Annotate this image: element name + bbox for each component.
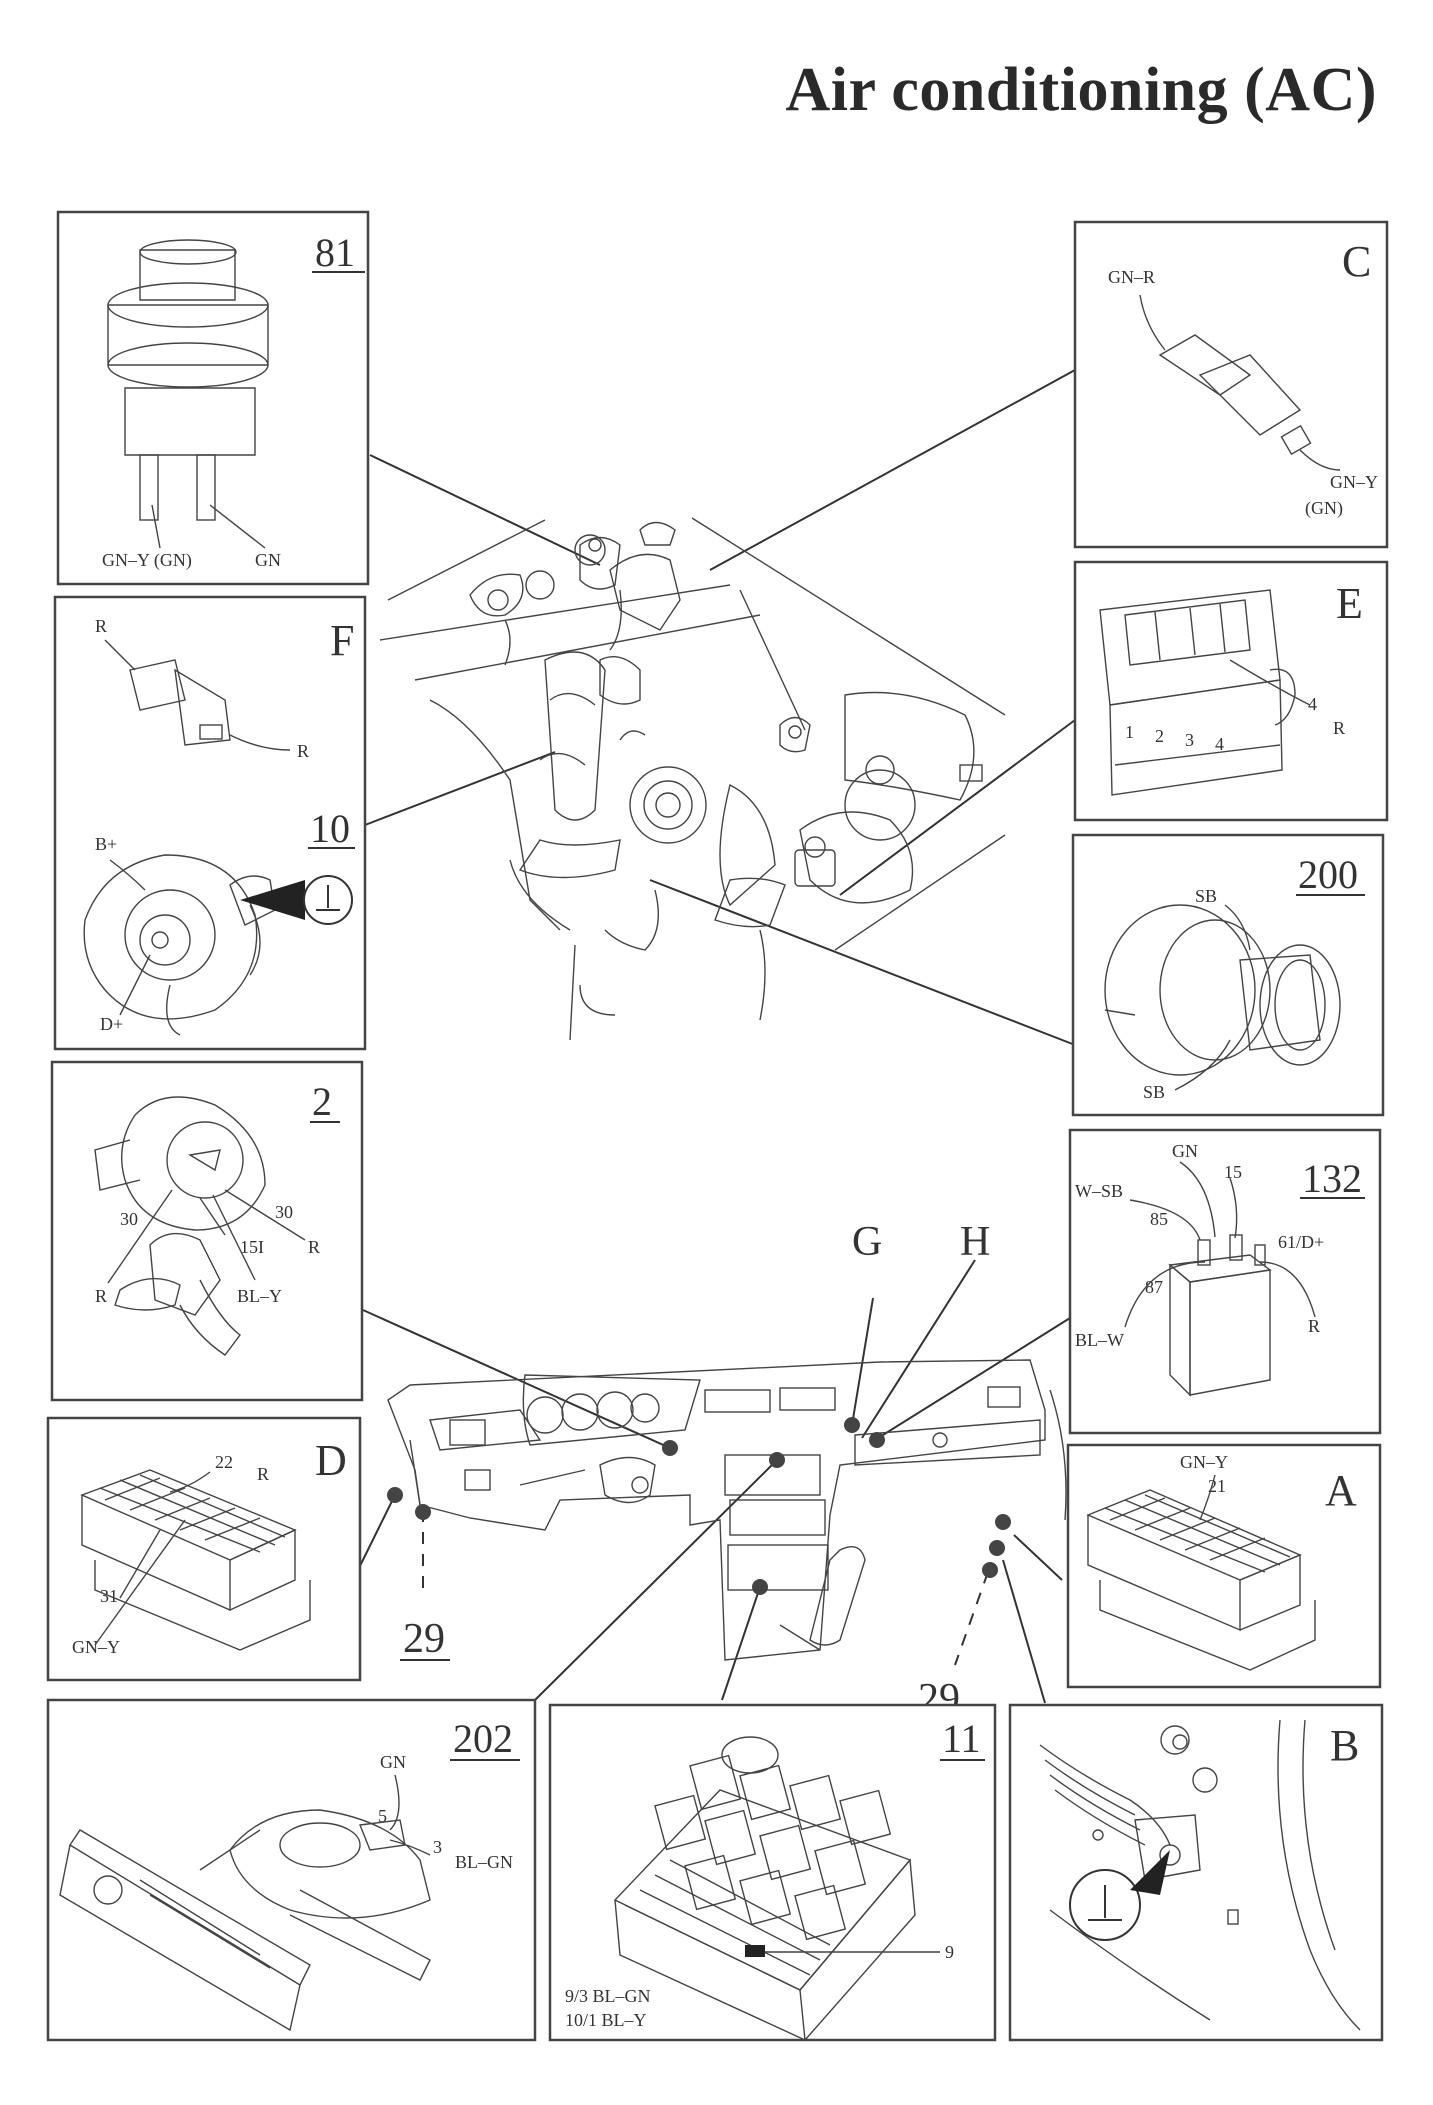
plug-icon — [129, 659, 231, 746]
panel-2-label-bly: BL–Y — [237, 1286, 282, 1306]
panel-202-number: 202 — [453, 1716, 513, 1761]
panel-200-label-2: SB — [1143, 1082, 1165, 1102]
connection-points — [387, 1417, 1011, 1595]
ac-control-panel-icon — [59, 1809, 431, 2032]
panel-E: E 4 R 1 2 3 4 — [1073, 560, 1389, 822]
panel-132: 132 GN 15 W–SB 85 61/D+ 87 R BL–W — [1068, 1128, 1382, 1435]
panel-A-letter: A — [1325, 1466, 1357, 1515]
panel-D-label-gny: GN–Y — [72, 1637, 120, 1657]
panel-132-label-gn: GN — [1172, 1141, 1198, 1161]
leader-lines — [357, 369, 1076, 1704]
panel-E-pin-2: 2 — [1155, 726, 1164, 746]
panel-2: 2 30 30 R 15I R BL–Y — [50, 1060, 364, 1402]
panel-A: A GN–Y 21 — [1066, 1443, 1382, 1689]
panel-E-label-1: 4 — [1308, 694, 1317, 714]
relay-icon — [1168, 1234, 1272, 1397]
panel-F-label-bplus: B+ — [95, 834, 117, 854]
panel-81-label-1: GN–Y (GN) — [102, 550, 192, 571]
panel-D-letter: D — [315, 1436, 347, 1485]
pressure-switch-icon — [107, 239, 269, 521]
panel-202-label-5: 5 — [378, 1806, 387, 1826]
panel-200: 200 SB SB — [1071, 833, 1385, 1117]
engine-compartment-illustration — [379, 517, 1006, 1041]
dashboard-illustration — [387, 1359, 1067, 1661]
panel-132-label-r: R — [1308, 1316, 1320, 1336]
page-title: Air conditioning (AC) — [785, 56, 1377, 124]
panel-F-label-2: R — [297, 741, 309, 761]
panel-A-label-21: 21 — [1208, 1476, 1226, 1496]
panel-E-pin-4: 4 — [1215, 734, 1224, 754]
panel-2-label-15i: 15I — [240, 1237, 264, 1257]
panel-132-number: 132 — [1302, 1156, 1362, 1201]
panel-11-label-101: 10/1 BL–Y — [565, 2010, 647, 2030]
panel-11-label-9: 9 — [945, 1942, 954, 1962]
panel-202-label-3: 3 — [433, 1837, 442, 1857]
panel-132-label-85: 85 — [1150, 1209, 1168, 1229]
panel-E-pin-3: 3 — [1185, 730, 1194, 750]
panel-202-label-gn: GN — [380, 1752, 406, 1772]
panel-2-label-30b: 30 — [275, 1202, 293, 1222]
ground-point-29-left: 29 — [403, 1616, 445, 1662]
panel-200-number: 200 — [1298, 852, 1358, 897]
panel-F: F R R 10 B+ D+ — [53, 595, 367, 1051]
panel-132-label-61d: 61/D+ — [1278, 1232, 1324, 1252]
panel-F-number: 10 — [310, 806, 350, 851]
panel-C-label-1: GN–R — [1108, 267, 1155, 287]
panel-2-label-r2: R — [95, 1286, 107, 1306]
callout-g: G — [852, 1219, 882, 1265]
alternator-icon — [83, 854, 276, 1036]
callout-h: H — [960, 1219, 990, 1265]
panel-B-letter: B — [1330, 1721, 1359, 1770]
panel-E-pin-1: 1 — [1125, 722, 1134, 742]
connector-icon — [1158, 334, 1312, 456]
panel-81-number: 81 — [315, 230, 355, 275]
panel-F-label-dplus: D+ — [100, 1014, 123, 1034]
ignition-switch-icon — [94, 1096, 266, 1356]
panel-132-label-87: 87 — [1145, 1277, 1163, 1297]
fuse-box-icon — [613, 1736, 916, 2042]
ground-callouts: 29 29 G H — [400, 1219, 990, 1722]
panel-E-letter: E — [1336, 579, 1363, 628]
panel-C: C GN–R GN–Y (GN) — [1073, 220, 1389, 549]
panel-11-label-93: 9/3 BL–GN — [565, 1986, 651, 2006]
panel-D-label-22: 22 — [215, 1452, 233, 1472]
panel-2-number: 2 — [312, 1079, 332, 1124]
panel-C-label-3: (GN) — [1305, 498, 1343, 519]
panel-A-label-gny: GN–Y — [1180, 1452, 1228, 1472]
connector-block-icon — [1099, 589, 1296, 796]
panel-D: D 22 R 31 GN–Y — [46, 1416, 362, 1682]
panel-C-label-2: GN–Y — [1330, 472, 1378, 492]
connector-plug-icon — [1104, 904, 1341, 1076]
panel-E-label-2: R — [1333, 718, 1345, 738]
panel-200-label-1: SB — [1195, 886, 1217, 906]
panel-F-letter: F — [330, 616, 354, 665]
panel-2-label-30a: 30 — [120, 1209, 138, 1229]
panel-202-label-blgn: BL–GN — [455, 1852, 513, 1872]
panel-11: 11 9 9/ — [548, 1703, 997, 2042]
panel-D-label-r: R — [257, 1464, 269, 1484]
panel-F-label-1: R — [95, 616, 107, 636]
panel-81: 81 GN–Y (GN) GN — [56, 210, 370, 586]
panel-2-label-r1: R — [308, 1237, 320, 1257]
panel-132-label-blw: BL–W — [1075, 1330, 1124, 1350]
panel-B: B — [1008, 1703, 1384, 2042]
panel-81-label-2: GN — [255, 550, 281, 570]
connector-block-icon — [80, 1469, 311, 1651]
panel-C-letter: C — [1342, 237, 1371, 286]
panel-202: 202 GN 5 3 BL–GN — [46, 1698, 537, 2042]
ground-connection-icon — [1039, 1719, 1361, 2031]
panel-132-label-15: 15 — [1224, 1162, 1242, 1182]
panel-132-label-wsb: W–SB — [1075, 1181, 1123, 1201]
panel-11-number: 11 — [942, 1716, 981, 1761]
ground-symbol-icon — [316, 885, 340, 911]
connector-block-icon — [1086, 1489, 1316, 1671]
